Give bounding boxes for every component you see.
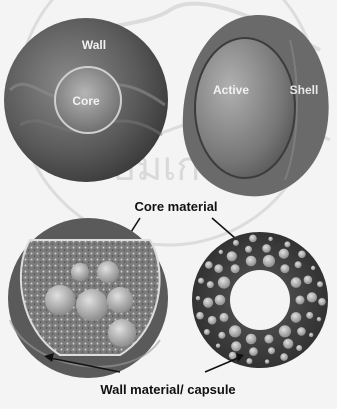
ring-bubble	[220, 313, 229, 322]
ring-bubble	[265, 359, 269, 363]
core-label: Core	[72, 94, 100, 108]
ring-bubble	[245, 246, 252, 253]
core-droplet	[71, 263, 89, 281]
core-droplet	[97, 261, 119, 283]
ring-bubble	[219, 250, 223, 254]
active-shell-particle	[183, 15, 329, 196]
ring-bubble	[246, 334, 257, 345]
ring-bubble	[306, 312, 313, 319]
ring-bubble	[296, 296, 305, 305]
wall-material-arrow-right	[205, 358, 238, 372]
ring-bubble	[208, 316, 217, 325]
ring-bubble	[268, 347, 275, 354]
ring-bubble	[218, 277, 230, 289]
ring-bubble	[309, 333, 313, 337]
ring-bubble	[198, 278, 204, 284]
core-material-label: Core material	[134, 199, 217, 214]
ring-bubble	[284, 241, 290, 247]
ring-bubble	[291, 312, 302, 323]
ring-bubble	[318, 298, 326, 306]
ring-bubble	[214, 264, 223, 273]
ring-bubble	[249, 347, 258, 356]
ring-bubble	[216, 344, 220, 348]
ring-bubble	[246, 256, 257, 267]
ring-bubble	[196, 312, 204, 320]
ring-bubble	[279, 249, 289, 259]
ring-bubble	[205, 261, 213, 269]
ring-bubble	[196, 296, 200, 300]
ring-bubble	[307, 292, 317, 302]
ring-bubble	[229, 352, 237, 360]
core-droplet	[108, 319, 136, 347]
ring-bubble	[231, 341, 241, 351]
ring-bubble	[279, 325, 291, 337]
ring-bubble	[203, 298, 213, 308]
ring-bubble	[268, 237, 272, 241]
ring-bubble	[249, 235, 257, 243]
core-droplet	[76, 289, 108, 321]
ring-bubble	[218, 332, 225, 339]
core-droplet	[107, 287, 133, 313]
ring-bubble	[215, 295, 226, 306]
ring-bubble	[317, 281, 323, 287]
ring-bubble	[311, 266, 315, 270]
wall-label: Wall	[82, 38, 106, 52]
ring-bubble	[227, 251, 237, 261]
ring-bubble	[298, 251, 306, 259]
ring-bubble	[263, 255, 275, 267]
donut-capsule	[192, 232, 328, 368]
ring-bubble	[231, 264, 240, 273]
shell-label: Shell	[290, 83, 319, 97]
ring-bubble	[204, 329, 210, 335]
active-body	[195, 38, 295, 178]
ring-bubble	[291, 277, 302, 288]
ring-bubble	[229, 325, 241, 337]
active-label: Active	[213, 83, 249, 97]
ring-bubble	[207, 281, 214, 288]
ring-bubble	[280, 353, 288, 361]
wall-material-label: Wall material/ capsule	[100, 382, 235, 397]
ring-bubble	[304, 276, 313, 285]
matrix-capsule	[8, 218, 168, 378]
ring-bubble	[317, 317, 321, 321]
ring-bubble	[283, 339, 293, 349]
ring-bubble	[264, 335, 273, 344]
core-droplet	[45, 285, 75, 315]
ring-bubble	[295, 261, 302, 268]
ring-bubble	[233, 240, 239, 246]
ring-bubble	[296, 345, 302, 351]
ring-bubble	[280, 264, 289, 273]
ring-hole	[230, 270, 290, 330]
ring-bubble	[262, 244, 271, 253]
ring-bubble	[297, 327, 306, 336]
ring-bubble	[246, 358, 252, 364]
